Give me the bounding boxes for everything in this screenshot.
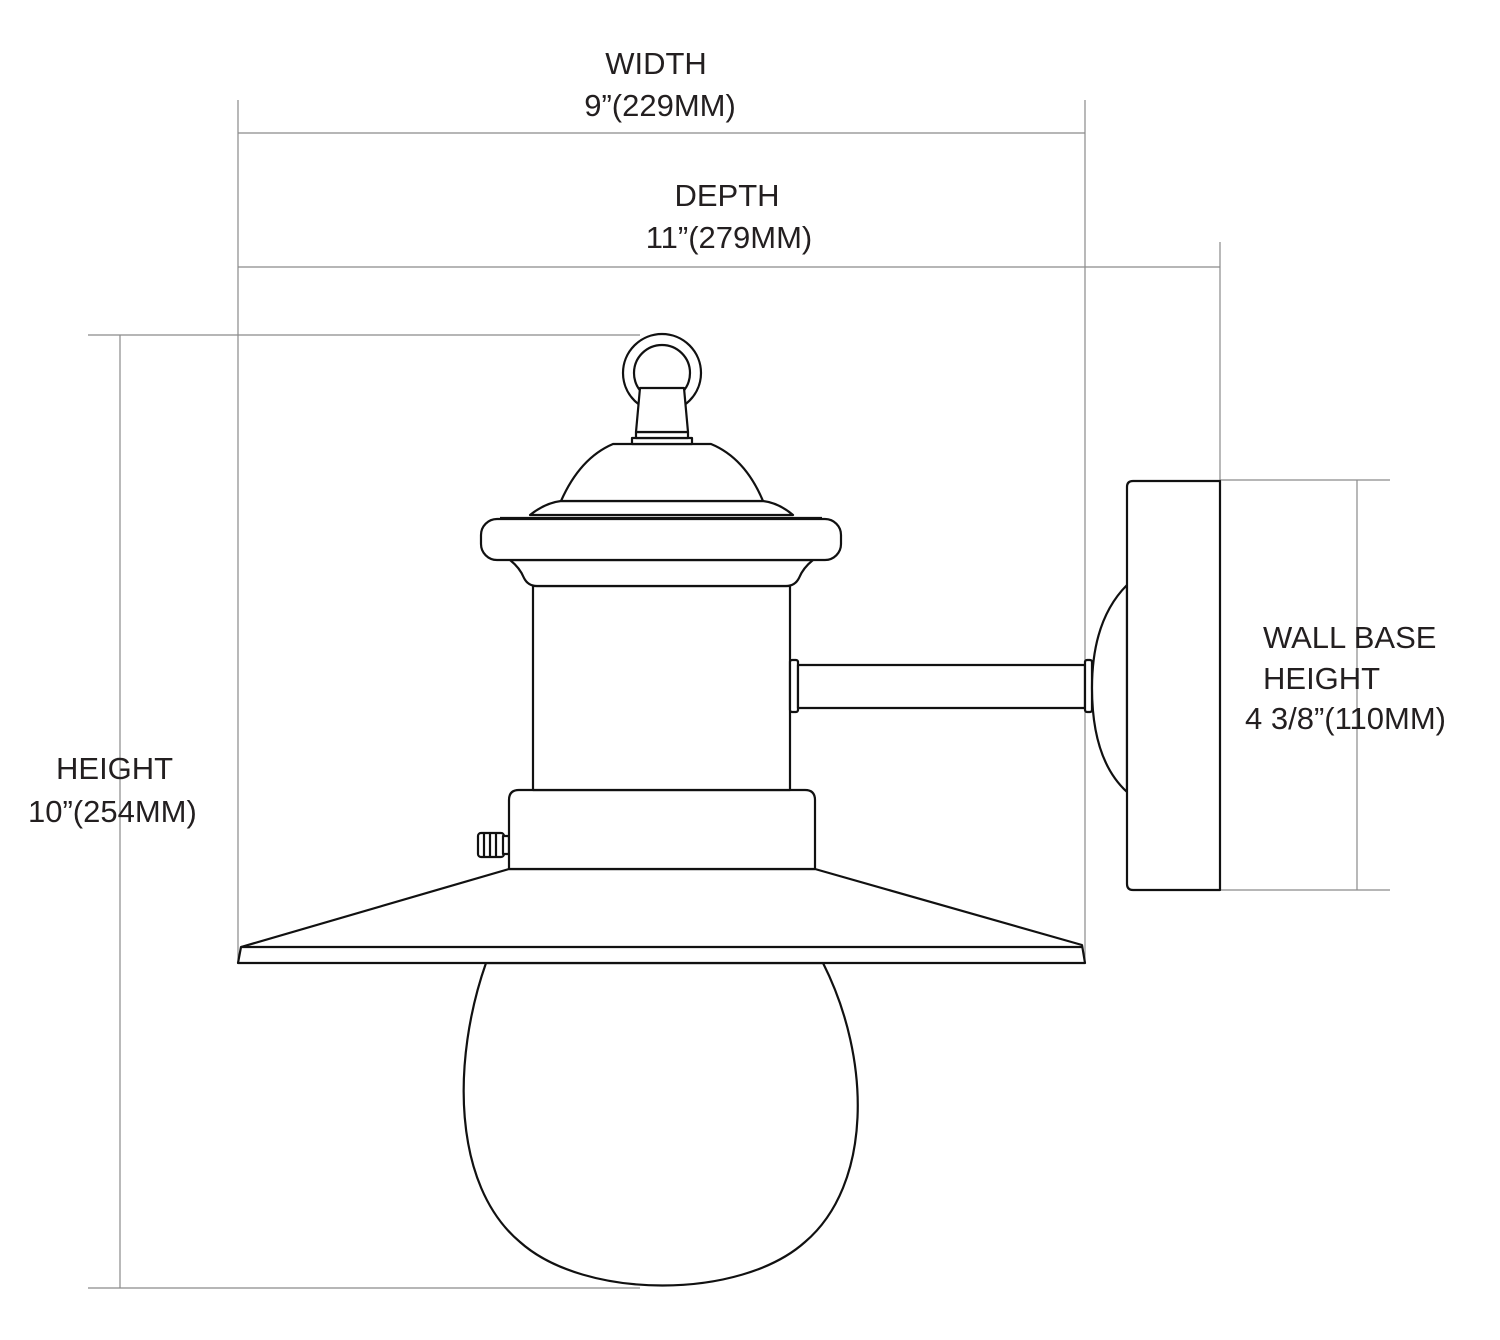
wall-canopy (1090, 583, 1129, 794)
screw-icon (476, 831, 511, 859)
shade (236, 867, 1087, 965)
ring-neck (634, 386, 690, 434)
depth-value: 11”(279MM) (645, 220, 813, 255)
arm (796, 663, 1087, 710)
dimension-lines (88, 100, 1390, 1289)
cap-flare (508, 558, 815, 588)
wall-plate (1125, 479, 1222, 892)
width-value: 9”(229MM) (584, 88, 736, 123)
depth-label: DEPTH (674, 178, 780, 213)
width-label: WIDTH (605, 46, 707, 81)
cap-rim (479, 517, 843, 562)
height-value: 10”(254MM) (28, 794, 197, 829)
glass-globe (462, 961, 859, 1287)
wall-base-height-label: HEIGHT (1263, 661, 1381, 696)
lamp-body (531, 584, 792, 792)
height-label: HEIGHT (56, 751, 174, 786)
bottom-collar (507, 788, 817, 871)
dome-top (559, 442, 765, 503)
lamp-outline (236, 332, 1222, 1287)
wall-base-label: WALL BASE (1263, 620, 1437, 655)
wall-base-value: 4 3/8”(110MM) (1245, 701, 1446, 736)
